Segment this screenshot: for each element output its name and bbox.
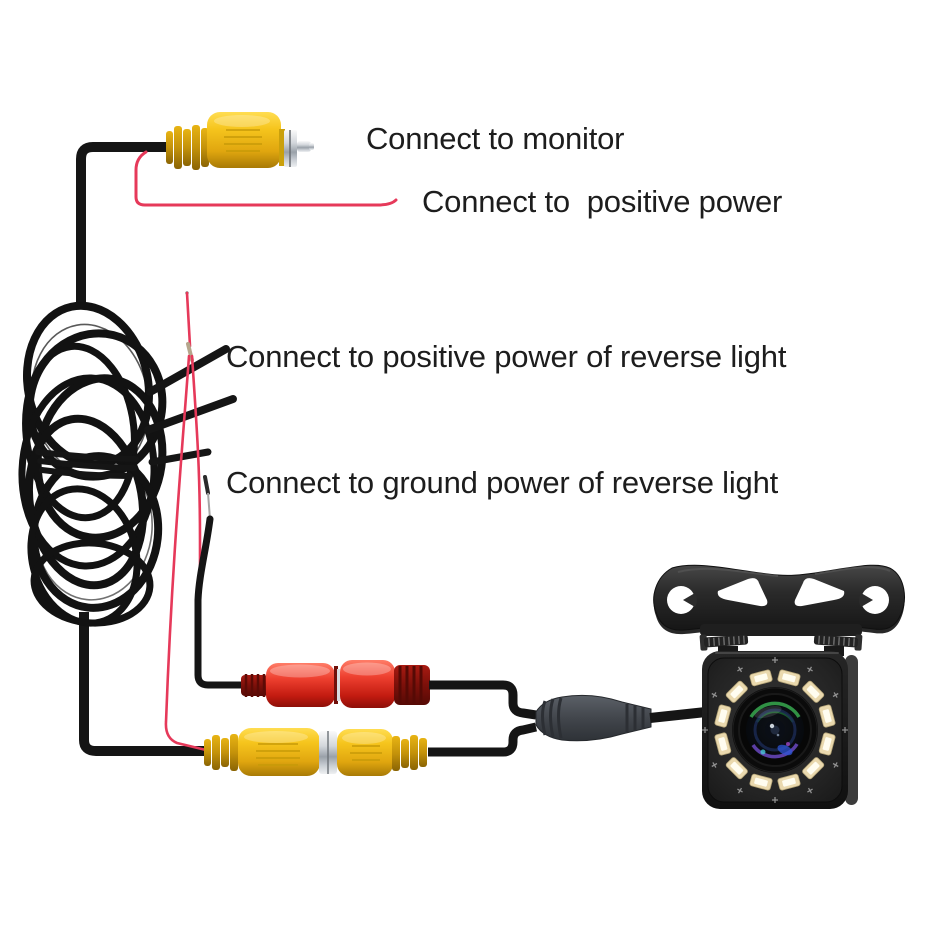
- wire-bare-strand: [207, 492, 211, 520]
- plug-grip-ridges: [224, 129, 262, 152]
- label-connect-to-monitor: Connect to monitor: [366, 121, 625, 156]
- monitor-plug-yellow-rca: [166, 112, 314, 170]
- rca-red-female: [266, 663, 335, 707]
- positive-power-wire: [134, 150, 398, 207]
- yellow-line-lead: [428, 722, 538, 757]
- plug-center-pin: [297, 141, 311, 152]
- bracket-cutout-left: [717, 578, 768, 607]
- reverse-light-positive-wire: [164, 291, 208, 752]
- rca-red-pair: [241, 660, 537, 720]
- coil-tie-wrap: [35, 449, 139, 479]
- wire-bare-tip: [203, 475, 210, 495]
- camera-body: [701, 651, 858, 809]
- label-reverse-light-positive: Connect to positive power of reverse lig…: [226, 339, 787, 374]
- cable-coil: [18, 301, 237, 627]
- label-connect-to-positive-power: Connect to positive power: [422, 184, 783, 219]
- bracket-screw-right: [813, 634, 863, 651]
- camera-lead: [649, 707, 707, 723]
- bracket-screw-left: [699, 634, 749, 651]
- red-line-lead: [429, 680, 537, 720]
- y-splitter: [535, 694, 707, 742]
- reverse-light-ground-wire: [194, 475, 248, 689]
- bracket-hole-left: [667, 586, 697, 614]
- bracket-cutout-right: [794, 578, 845, 607]
- rca-red-male: [340, 660, 395, 708]
- rca-yellow-pair: [204, 722, 538, 776]
- bracket-hole-right: [859, 586, 889, 614]
- label-reverse-light-ground: Connect to ground power of reverse light: [226, 465, 779, 500]
- camera-side-panel: [845, 655, 858, 805]
- camera-lens: [732, 687, 818, 773]
- coil-loose-end: [144, 395, 237, 434]
- monitor-cable: [76, 142, 208, 756]
- camera-bracket: [653, 564, 905, 656]
